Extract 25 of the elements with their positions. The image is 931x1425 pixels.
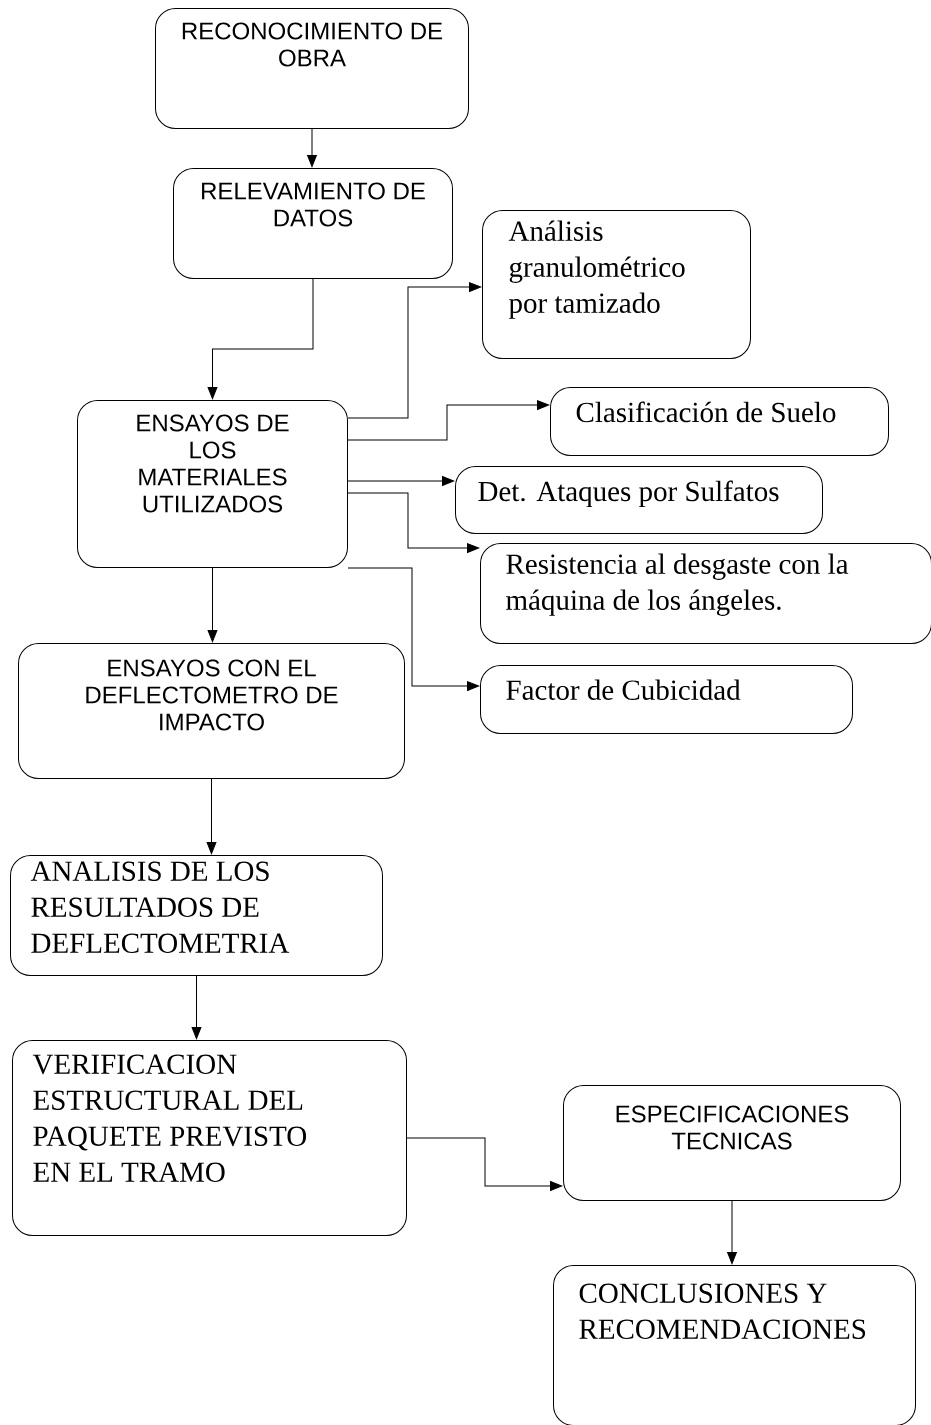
process-box: CONCLUSIONES Y RECOMENDACIONES: [553, 1265, 916, 1425]
arrow: [307, 128, 317, 168]
process-box: Resistencia al desgaste con la máquina de los ángeles.: [480, 543, 931, 644]
arrow: [347, 567, 480, 691]
arrow: [347, 400, 550, 441]
process-box: VERIFICACION ESTRUCTURAL DEL PAQUETE PREVISTO EN EL TRAMO: [12, 1040, 407, 1236]
arrow: [206, 778, 217, 855]
process-box: Det. Ataques por Sulfatos: [455, 466, 823, 534]
arrow: [727, 1200, 737, 1265]
arrow: [347, 282, 482, 419]
arrow: [347, 492, 480, 553]
arrow: [406, 1137, 563, 1191]
arrow: [191, 975, 202, 1040]
process-box: Análisis granulométrico por tamizado: [482, 210, 751, 359]
process-box: RELEVAMIENTO DE DATOS: [173, 168, 453, 279]
process-box: Clasificación de Suelo: [550, 387, 889, 456]
process-box: ENSAYOS CON EL DEFLECTOMETRO DE IMPACTO: [18, 643, 405, 779]
arrow: [207, 567, 218, 643]
process-box: Factor de Cubicidad: [480, 665, 853, 734]
process-box: ESPECIFICACIONES TECNICAS: [563, 1085, 901, 1201]
arrow: [347, 476, 455, 486]
arrow: [207, 278, 314, 400]
process-box: ANALISIS DE LOS RESULTADOS DE DEFLECTOMETRIA: [10, 855, 383, 976]
process-box: ENSAYOS DE LOS MATERIALES UTILIZADOS: [77, 400, 348, 568]
process-box: RECONOCIMIENTO DE OBRA: [155, 8, 469, 129]
